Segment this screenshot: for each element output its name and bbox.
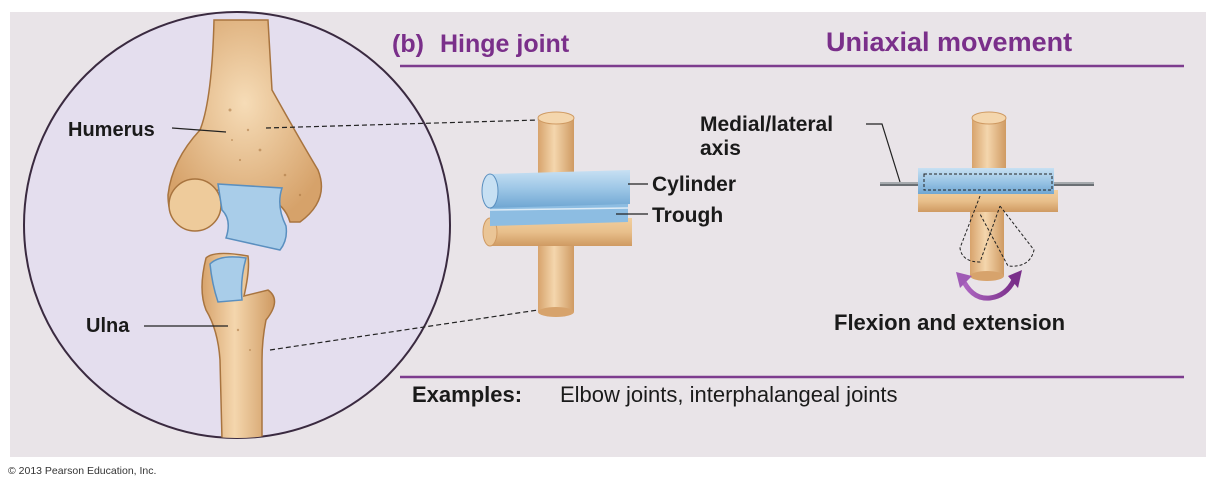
trochlea-cartilage xyxy=(217,183,288,251)
axis-label-line2: axis xyxy=(700,137,741,160)
capitulum xyxy=(168,178,222,232)
humerus-connector xyxy=(265,119,539,129)
movement-type-title: Uniaxial movement xyxy=(826,27,1072,57)
ulna-label: Ulna xyxy=(86,315,130,337)
humerus-label: Humerus xyxy=(68,119,155,141)
flexion-arrow xyxy=(959,276,1017,301)
hinge-model xyxy=(481,111,632,317)
movement-label: Flexion and extension xyxy=(834,310,1065,335)
copyright-notice: © 2013 Pearson Education, Inc. xyxy=(8,465,156,477)
humerus-leader xyxy=(171,127,227,133)
trough-label: Trough xyxy=(652,204,723,227)
joint-type-title: Hinge joint xyxy=(440,30,570,58)
axis-label-line1: Medial/lateral xyxy=(700,113,833,136)
trochlear-notch-cartilage xyxy=(209,256,247,303)
examples-heading: Examples: xyxy=(412,382,522,407)
axis-leader xyxy=(866,123,901,183)
cylinder-label: Cylinder xyxy=(652,173,736,196)
examples-text: Elbow joints, interphalangeal joints xyxy=(560,382,898,407)
axis-model xyxy=(880,111,1094,301)
elbow-inset xyxy=(23,11,451,439)
panel-letter: (b) xyxy=(392,30,424,58)
ulna-connector xyxy=(269,309,539,351)
